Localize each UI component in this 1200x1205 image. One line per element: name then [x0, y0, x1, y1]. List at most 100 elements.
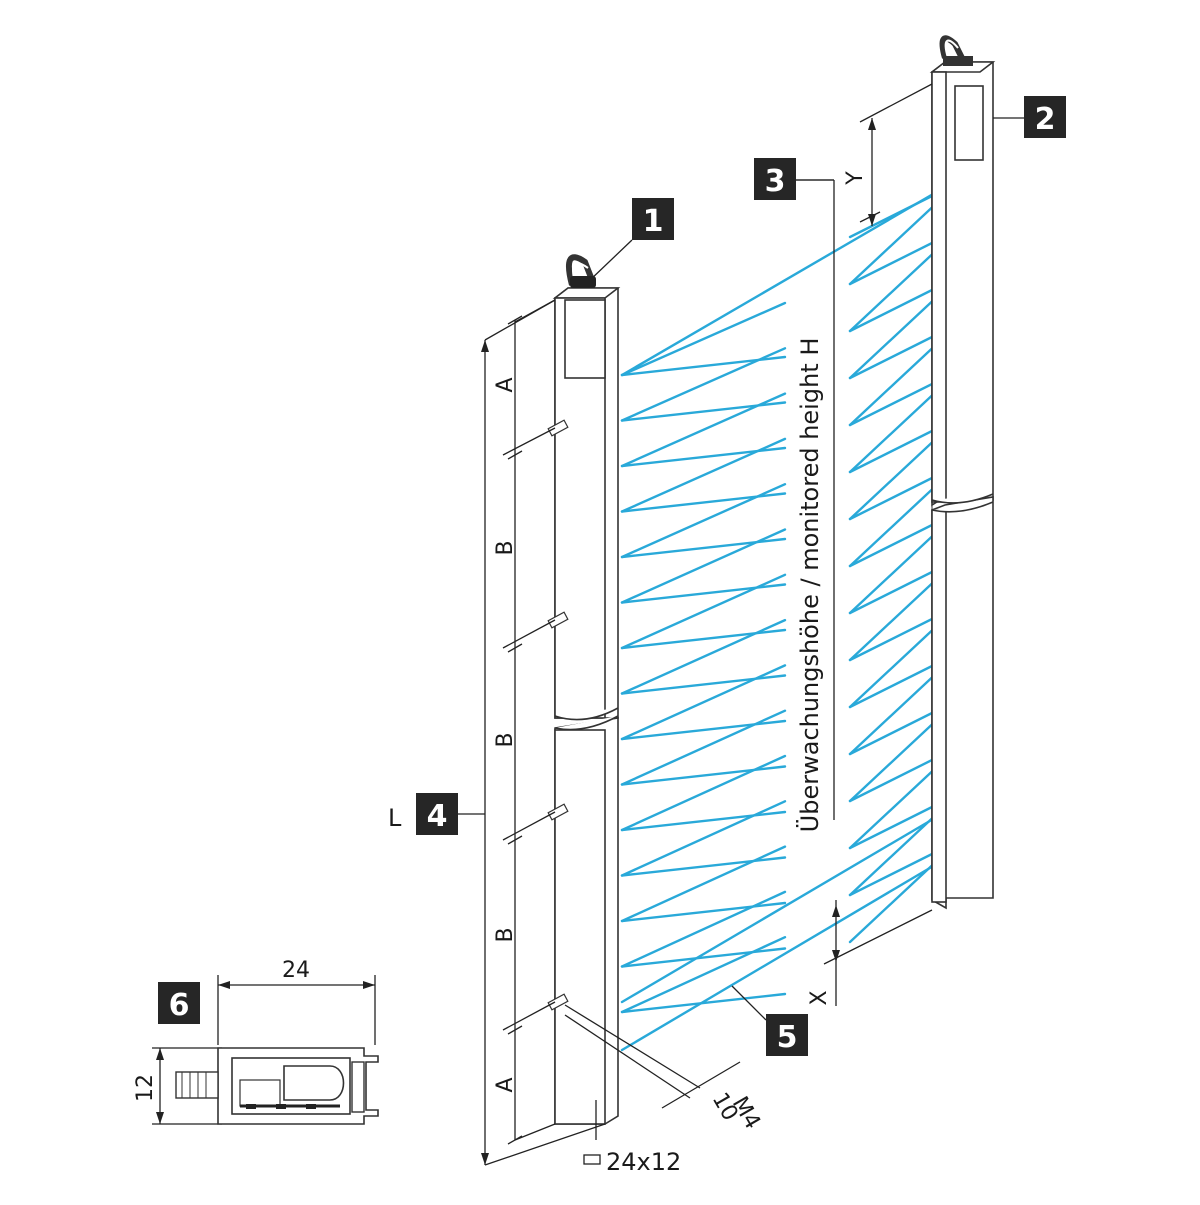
beam-line	[620, 860, 942, 1052]
beam-line	[620, 437, 787, 513]
beam-line	[620, 483, 787, 559]
beam-line	[848, 668, 942, 756]
beam-line	[620, 347, 787, 422]
beam-line	[848, 707, 942, 756]
profile-width: 24	[282, 958, 310, 983]
beam-line	[848, 245, 942, 333]
screw	[547, 803, 569, 821]
dimension-L: L	[388, 804, 402, 832]
callout-1: 1	[587, 198, 674, 283]
dimension-tick	[507, 835, 523, 845]
beam-line	[848, 613, 942, 662]
dimension-A-top: A	[493, 377, 518, 392]
beam-line	[848, 801, 942, 850]
beam-line	[848, 237, 942, 286]
transmitter-bar	[552, 254, 621, 1125]
screw	[547, 419, 569, 437]
dimension-X-group: X	[807, 900, 933, 1006]
monitored-height: Überwachungshöhe / monitored height H	[790, 179, 835, 833]
dimension-tick	[507, 315, 523, 325]
dimension-B-3: B	[493, 927, 518, 942]
beam-line	[848, 480, 942, 568]
svg-text:5: 5	[777, 1020, 798, 1055]
beam-line	[620, 947, 787, 968]
beam-line	[848, 284, 942, 333]
beam-line	[848, 527, 942, 615]
dimension-B-2: B	[493, 732, 518, 747]
beam-line	[620, 664, 787, 741]
beam-line	[848, 339, 942, 427]
beam-line	[620, 392, 787, 468]
beam-line	[620, 674, 787, 695]
beam-line	[620, 936, 787, 1014]
beam-line	[620, 810, 787, 832]
dimension-tick	[507, 1025, 523, 1035]
svg-text:2: 2	[1035, 102, 1056, 137]
dimension-X: X	[807, 990, 832, 1005]
beam-line	[620, 765, 787, 786]
beam-line	[620, 583, 787, 604]
callout-4: 4	[416, 793, 485, 835]
beam-line	[620, 528, 787, 604]
beam-line	[620, 301, 787, 377]
beam-line	[620, 628, 787, 650]
beam-line	[848, 762, 942, 850]
beam-line	[848, 198, 942, 286]
beam-line	[620, 618, 787, 695]
callout-6: 6	[158, 982, 200, 1024]
dimension-A-bottom: A	[493, 1077, 518, 1092]
beam-line	[848, 848, 942, 897]
profile-height: 12	[133, 1074, 158, 1102]
beam-line	[848, 715, 942, 803]
dimension-B-1: B	[493, 540, 518, 555]
profile-cross-section: 24 12	[133, 958, 379, 1125]
dimension-chain-left: A B B B A L	[388, 299, 606, 1166]
svg-text:6: 6	[169, 988, 190, 1023]
screw	[547, 993, 569, 1011]
light-beams	[620, 188, 942, 1052]
beam-line	[848, 292, 942, 380]
beam-line	[848, 566, 942, 615]
section-24x12: 24x12	[606, 1148, 681, 1176]
svg-text:3: 3	[765, 164, 786, 199]
beam-line	[620, 800, 787, 877]
beam-line	[620, 845, 787, 923]
beam-line	[848, 574, 942, 662]
dimension-tick	[507, 450, 523, 460]
beam-line	[848, 386, 942, 474]
beam-line	[620, 890, 787, 968]
callout-2: 2	[993, 96, 1066, 138]
beam-line	[848, 754, 942, 803]
callout-5: 5	[731, 985, 808, 1056]
beam-line	[620, 573, 787, 650]
beam-line	[848, 519, 942, 568]
beam-line	[848, 433, 942, 521]
callout-3: 3	[754, 158, 834, 200]
beam-line	[848, 331, 942, 380]
beam-line	[848, 472, 942, 521]
dimension-Y-group: Y	[843, 83, 933, 226]
beam-line	[848, 378, 942, 427]
dimension-Y: Y	[843, 171, 868, 186]
dimension-arrow	[481, 340, 489, 352]
section-label: 24x12	[583, 1100, 681, 1176]
beam-line	[620, 719, 787, 741]
dimension-tick	[507, 1135, 523, 1145]
beam-line	[620, 856, 787, 877]
mounting-screws	[547, 419, 569, 1011]
dimension-arrow	[481, 1153, 489, 1165]
svg-text:1: 1	[643, 204, 664, 239]
receiver-bar	[929, 35, 996, 910]
beam-line	[620, 754, 787, 832]
beam-line	[848, 425, 942, 474]
screw	[547, 611, 569, 629]
beam-line	[620, 188, 942, 377]
beam-line	[848, 660, 942, 709]
dimension-tick	[507, 643, 523, 653]
monitored-height-label: Überwachungshöhe / monitored height H	[795, 338, 824, 833]
beam-line	[848, 621, 942, 709]
beam-line	[620, 901, 787, 923]
beam-line	[620, 813, 942, 1004]
beam-line	[620, 709, 787, 786]
